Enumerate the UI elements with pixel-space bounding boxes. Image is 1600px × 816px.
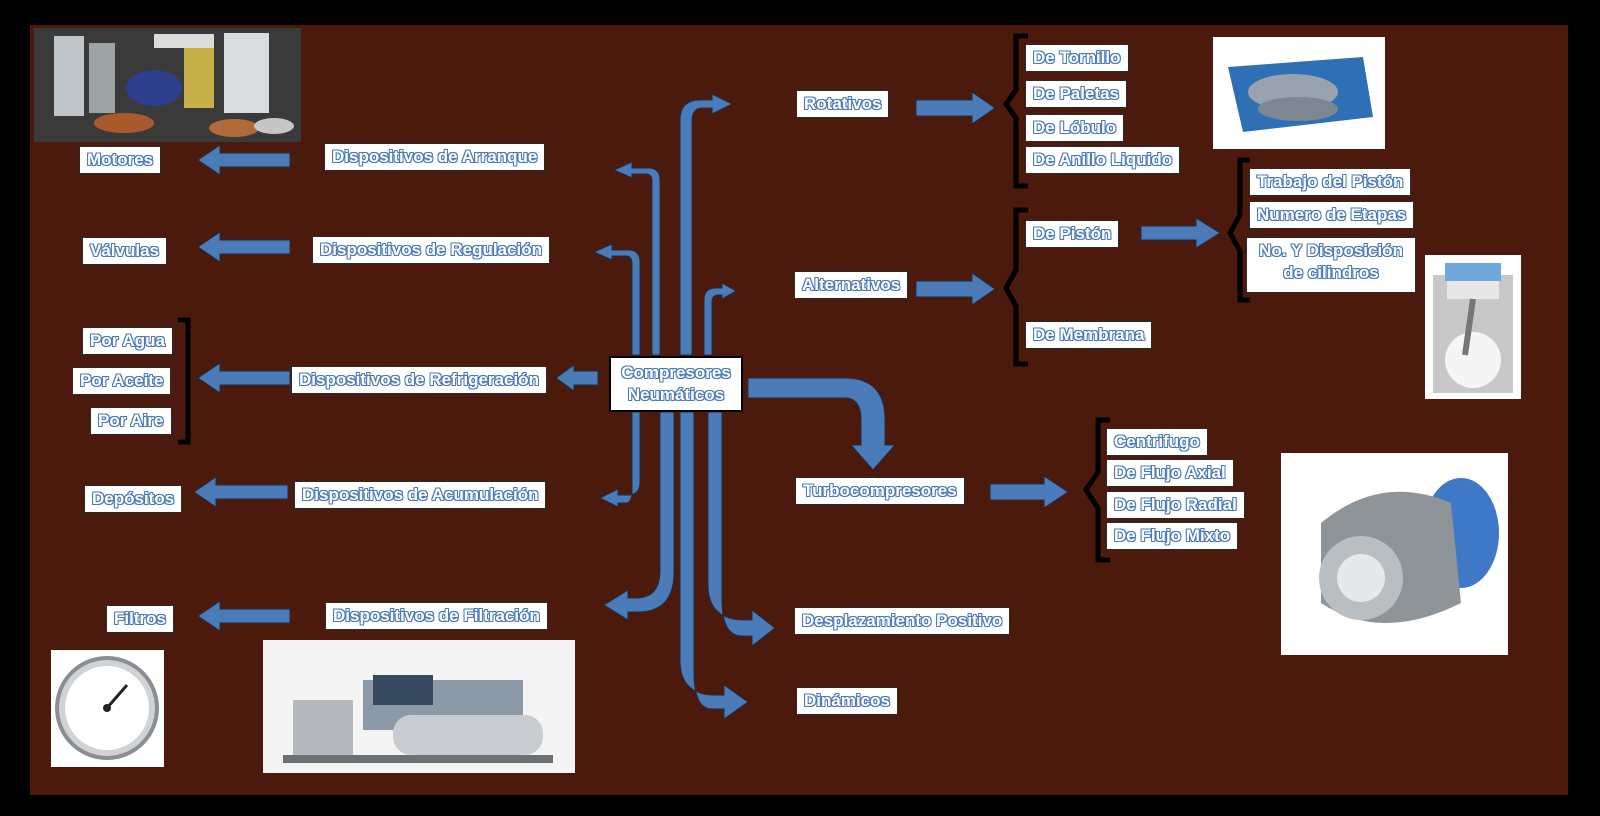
node-dispositivos-acumulacion: Dispositivos de Acumulación: [294, 481, 547, 509]
arrow-regulacion-valvulas: [197, 231, 291, 263]
piston-art: [1425, 255, 1521, 399]
node-por-agua: Por Agua: [82, 327, 173, 355]
node-flujo-axial: De Flujo Axial: [1106, 459, 1234, 487]
node-motores: Motores: [79, 146, 162, 174]
arrow-refrigeracion-tipos: [197, 362, 291, 394]
node-filtros: Filtros: [106, 605, 174, 633]
node-depositos: Depósitos: [84, 485, 183, 513]
node-de-piston: De Pistón: [1025, 220, 1120, 248]
node-numero-etapas: Numero de Etapas: [1249, 201, 1415, 229]
parts-photo-art: [34, 28, 301, 142]
bracket-refrigeracion: [178, 317, 191, 445]
bracket-alternativos: [1003, 207, 1028, 367]
node-valvulas: Válvulas: [82, 237, 167, 265]
arrow-root-refrigeracion: [555, 364, 599, 392]
node-de-membrana: De Membrana: [1025, 321, 1153, 349]
node-de-tornillo: De Tornillo: [1025, 44, 1129, 72]
screw-art: [1213, 37, 1385, 149]
node-de-paletas: De Paletas: [1025, 80, 1127, 108]
compressor-plant-photo: [263, 640, 575, 773]
node-de-lobulo: De Lóbulo: [1025, 114, 1125, 142]
stem-dinamicos: [679, 411, 749, 720]
stem-arranque: [612, 161, 661, 356]
stem-alternativos: [703, 282, 738, 356]
node-desplazamiento-positivo: Desplazamiento Positivo: [794, 607, 1011, 635]
node-por-aceite: Por Aceite: [72, 367, 172, 395]
turbo-art: [1281, 453, 1508, 655]
node-alternativos: Alternativos: [794, 271, 909, 299]
parts-photo: [34, 28, 301, 142]
arrow-acumulacion-depositos: [193, 476, 289, 508]
node-flujo-radial: De Flujo Radial: [1106, 491, 1245, 519]
arrow-root-turbocompresores: [747, 377, 897, 471]
turbocompressor-photo: [1281, 453, 1508, 655]
node-dispositivos-refrigeracion: Dispositivos de Refrigeración: [291, 366, 547, 394]
node-dinamicos: Dinámicos: [796, 687, 898, 715]
node-disposicion-cilindros: No. Y Disposición de cilindros: [1246, 237, 1416, 293]
piston-diagram: [1425, 255, 1521, 399]
root-node: Compresores Neumáticos: [609, 356, 743, 412]
arrow-rotativos-tipos: [915, 91, 996, 125]
plant-art: [263, 640, 575, 773]
stem-rotativos: [679, 93, 734, 356]
arrow-alternativos-tipos: [915, 272, 996, 306]
arrow-piston-caracteristicas: [1140, 217, 1221, 249]
bracket-piston: [1227, 157, 1250, 303]
node-centrifugo: Centrifugo: [1106, 428, 1208, 456]
node-de-anillo-liquido: De Anillo Liquido: [1025, 146, 1181, 174]
stem-regulacion: [592, 243, 641, 356]
node-trabajo-piston: Trabajo del Pistón: [1249, 168, 1412, 196]
node-por-aire: Por Aire: [90, 407, 172, 435]
bracket-rotativos: [1002, 33, 1028, 189]
node-rotativos: Rotativos: [796, 90, 890, 118]
stem-filtracion: [603, 411, 675, 621]
arrow-filtracion-filtros: [197, 600, 291, 632]
arrow-arranque-motores: [197, 144, 291, 176]
stem-acumulacion: [598, 411, 641, 508]
gauge-art: [55, 656, 159, 760]
pressure-gauge-photo: [51, 650, 164, 767]
arrow-turbo-tipos: [989, 475, 1069, 509]
node-dispositivos-arranque: Dispositivos de Arranque: [324, 143, 546, 171]
bracket-turbo: [1082, 417, 1110, 563]
screw-compressor-photo: [1213, 37, 1385, 149]
node-dispositivos-regulacion: Dispositivos de Regulación: [312, 236, 550, 264]
node-turbocompresores: Turbocompresores: [795, 477, 965, 505]
node-dispositivos-filtracion: Dispositivos de Filtración: [325, 602, 548, 630]
node-flujo-mixto: De Flujo Mixto: [1106, 522, 1239, 550]
stem-desplazamiento: [707, 411, 776, 648]
